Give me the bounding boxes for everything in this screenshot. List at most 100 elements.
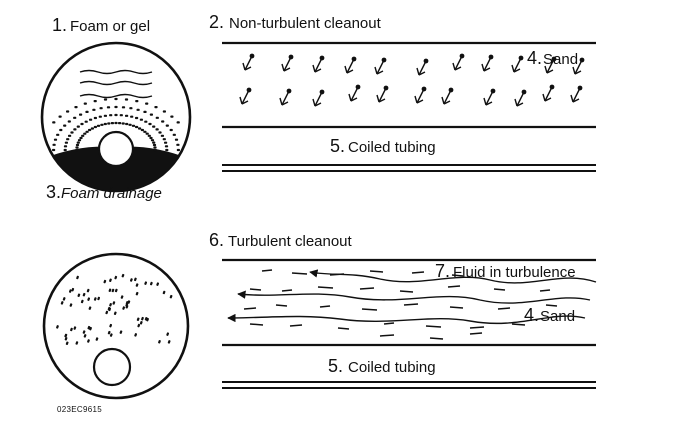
label-drain-text: Foam drainage — [61, 185, 162, 202]
drainage-dot — [135, 291, 139, 296]
label-foam-text: Foam or gel — [70, 18, 150, 35]
label-sand-bottom-number: 4. — [524, 305, 539, 325]
foam-wave-line — [79, 69, 153, 75]
drainage-dot — [109, 333, 113, 337]
label-coiled-top-number: 5. — [330, 136, 345, 156]
sand-arrow-head — [279, 97, 289, 106]
nonturbulent-pipe — [222, 41, 596, 172]
turbulence-dash — [511, 323, 526, 326]
drainage-dot — [135, 283, 139, 287]
foam-dot — [114, 121, 118, 125]
sand-arrow-head — [544, 65, 554, 74]
label-sand-top-text: Sand — [543, 51, 578, 68]
sand-arrow-shaft — [241, 89, 250, 105]
sand-arrow-head — [481, 63, 491, 72]
foam-dot — [52, 121, 56, 124]
drainage-dot — [144, 281, 148, 285]
foam-dot — [103, 98, 108, 101]
foam-dot — [109, 114, 113, 117]
drainage-dot — [120, 295, 124, 299]
sand-arrow-head — [570, 94, 580, 103]
drainage-dot — [97, 296, 101, 301]
foam-dot — [67, 120, 71, 123]
foam-dot — [83, 132, 87, 135]
foam-dot — [90, 127, 94, 130]
drainage-dot — [133, 277, 137, 282]
drainage-dot — [77, 293, 81, 298]
foam-dot — [56, 133, 60, 136]
sand-arrow-shaft — [572, 87, 581, 103]
sand-arrow-shaft — [350, 86, 359, 102]
foam-dot — [148, 122, 152, 126]
sand-arrow — [514, 89, 527, 107]
foam-dot — [75, 146, 79, 149]
foam-dot — [125, 122, 129, 126]
foam-dot — [66, 138, 70, 141]
foam-dot — [143, 130, 147, 133]
drainage-dot — [80, 299, 84, 304]
foam-dot — [121, 122, 125, 125]
drainage-dot — [75, 341, 79, 345]
foam-dot — [152, 125, 156, 128]
sand-arrow — [570, 85, 583, 103]
foam-dot — [155, 128, 159, 131]
drainage-dot — [122, 306, 126, 310]
drainage-dot — [87, 297, 91, 301]
turbulence-dash — [403, 303, 419, 306]
foam-dot — [59, 128, 63, 132]
drainage-dot — [86, 288, 90, 293]
foam-dot — [52, 148, 56, 152]
foam-dot — [153, 148, 157, 152]
foam-dot — [81, 134, 85, 137]
foam-dot — [129, 107, 133, 110]
drainage-dot — [68, 289, 72, 293]
drainage-dot — [137, 323, 141, 328]
label-foam-number: 1. — [52, 15, 67, 35]
foam-dot — [80, 122, 84, 126]
foam-dot — [164, 145, 169, 148]
drainage-dot — [158, 340, 161, 344]
sand-arrow-shaft — [546, 58, 555, 74]
foam-dot — [103, 114, 107, 117]
turbulence-dash — [539, 289, 551, 292]
foam-dot — [68, 134, 72, 137]
turbulence-dash — [429, 337, 444, 340]
foam-dot — [75, 143, 80, 147]
drainage-dot — [141, 316, 144, 321]
foam-dot — [79, 113, 83, 116]
turbulence-dash — [275, 304, 288, 307]
foam-dot — [160, 134, 164, 137]
foam-dot — [63, 148, 67, 152]
turbulence-dash — [243, 307, 257, 310]
foam-dot — [124, 98, 129, 101]
turbulence-dashes — [243, 269, 558, 340]
drainage-dot — [156, 282, 160, 286]
foam-dot — [153, 146, 157, 149]
sand-arrow-head — [483, 97, 493, 106]
foam-dot — [170, 115, 174, 118]
foam-dot — [75, 148, 79, 152]
drainage-dot — [64, 333, 68, 338]
sand-arrow-head — [376, 94, 386, 103]
drainage-dot — [111, 288, 115, 293]
sand-arrow-shaft — [314, 57, 323, 73]
drainage-dot — [87, 325, 91, 330]
drainage-dot — [169, 294, 173, 299]
sand-arrow-shaft — [574, 59, 583, 75]
foam-dot — [135, 100, 139, 103]
sand-arrow-shaft — [378, 87, 387, 103]
drainage-dot — [108, 288, 112, 293]
foam-dot — [152, 143, 157, 147]
sand-arrow — [441, 87, 454, 105]
foam-dot — [66, 110, 70, 113]
foam-dot-arcs — [52, 97, 180, 152]
turbulence-dash — [447, 285, 461, 288]
sand-arrow-shaft — [283, 56, 292, 72]
label-nonturb-number: 2. — [209, 12, 224, 32]
foam-dot — [162, 138, 166, 141]
sand-arrow — [452, 53, 465, 71]
drainage-dot — [69, 303, 73, 307]
foam-dot — [84, 120, 88, 123]
sand-arrow — [416, 58, 429, 76]
foam-dot — [140, 128, 144, 132]
